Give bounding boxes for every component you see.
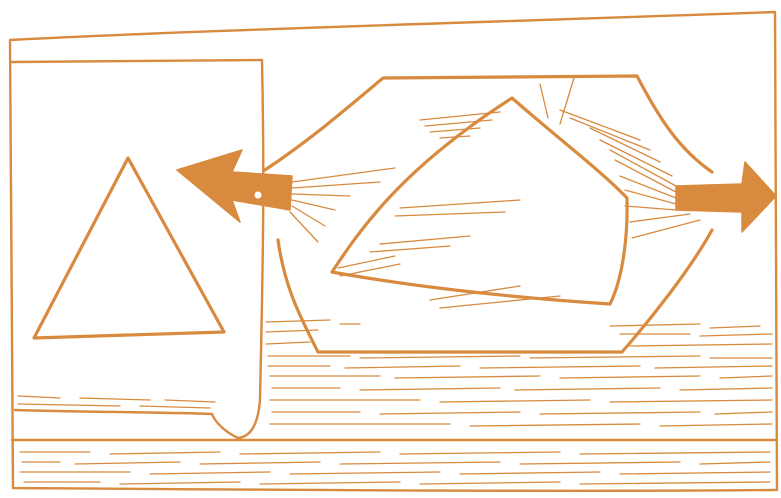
arrow-left-hole xyxy=(255,192,262,199)
motion-hatching xyxy=(290,78,700,308)
arrow-right xyxy=(676,162,776,232)
hexagonal-frame xyxy=(265,76,712,352)
arrow-left xyxy=(177,150,292,222)
hatched-ground xyxy=(18,320,772,484)
inner-pentagon xyxy=(332,98,627,304)
outer-border xyxy=(10,12,777,491)
